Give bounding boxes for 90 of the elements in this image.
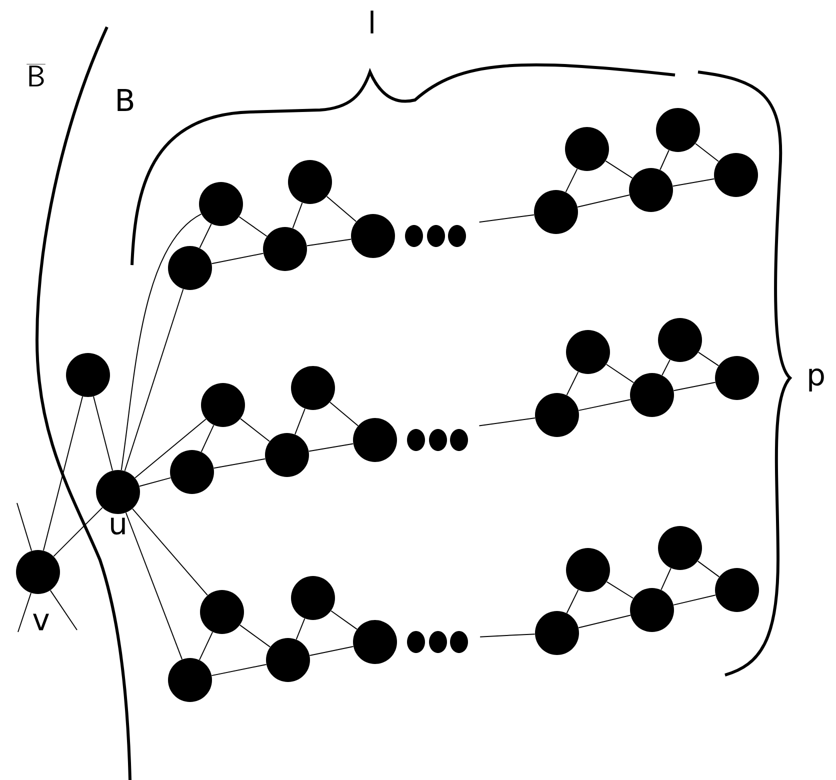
region-label: B xyxy=(118,89,134,111)
graph-vertex xyxy=(565,127,609,171)
graph-vertex xyxy=(715,356,759,400)
graph-vertex xyxy=(658,526,702,570)
graph-edge xyxy=(134,418,206,478)
graph-edge xyxy=(240,418,270,442)
graph-vertex xyxy=(630,588,674,632)
graph-vertex xyxy=(288,160,332,204)
graph-edge xyxy=(605,160,633,179)
vertex-label: u xyxy=(111,517,125,535)
graph-vertex xyxy=(266,638,310,682)
graph-edge xyxy=(662,359,670,376)
graph-vertex xyxy=(263,227,307,271)
graph-edge xyxy=(478,214,534,223)
region-label: p xyxy=(809,368,824,392)
graph-edge xyxy=(326,196,357,222)
graph-vertex xyxy=(535,611,579,655)
graph-edge xyxy=(578,399,631,411)
graph-vertex xyxy=(168,658,212,702)
graph-edge xyxy=(294,408,306,435)
graph-vertex xyxy=(535,393,579,437)
graph-vertex xyxy=(168,246,212,290)
graph-edge xyxy=(566,371,579,396)
graph-edge xyxy=(306,238,352,246)
graph-edge xyxy=(132,508,208,596)
graph-vertex xyxy=(16,550,60,594)
graph-edge xyxy=(198,632,214,660)
graph-edge xyxy=(673,594,716,606)
graph-vertex xyxy=(534,190,578,234)
graph-edge xyxy=(478,418,536,426)
graph-vertex xyxy=(630,373,674,417)
graph-edge xyxy=(673,382,716,392)
graph-edge xyxy=(50,590,78,630)
graph-edge xyxy=(238,216,268,237)
graph-edge xyxy=(125,512,183,660)
graph-vertex xyxy=(170,450,214,494)
graph-edge xyxy=(138,477,172,487)
graph-edge xyxy=(672,178,715,187)
graph-edge xyxy=(606,364,634,384)
graph-vertex xyxy=(629,168,673,212)
graph-edge xyxy=(199,223,212,249)
graph-vertex xyxy=(353,418,397,462)
graph-edge xyxy=(480,634,536,638)
graph-edge xyxy=(120,214,202,471)
graph-edge xyxy=(566,589,579,614)
graph-vertex xyxy=(201,383,245,427)
graph-edge xyxy=(124,288,184,472)
graph-edge xyxy=(211,252,264,264)
graph-edge xyxy=(660,150,670,170)
graph-edge xyxy=(578,614,631,628)
graph-edge xyxy=(239,624,271,648)
graph-edge xyxy=(695,143,719,162)
graph-vertex xyxy=(658,318,702,362)
graph-vertex xyxy=(96,470,140,514)
graph-edge xyxy=(330,610,358,630)
graph-vertex xyxy=(291,366,335,410)
graph-edge xyxy=(698,352,720,366)
graph-edge xyxy=(42,396,84,551)
region-label: $\overline{\mathsf{B}}$ xyxy=(26,64,46,86)
graph-edge xyxy=(213,458,266,469)
vertex-label: v xyxy=(33,614,49,630)
region-label: l xyxy=(370,10,374,34)
graph-edge xyxy=(292,202,303,229)
graph-vertex xyxy=(200,590,244,634)
graph-edge xyxy=(16,502,32,552)
graph-vertex xyxy=(714,153,758,197)
graph-vertex xyxy=(353,620,397,664)
graph-edge xyxy=(200,424,214,452)
graph-edge xyxy=(308,443,354,452)
graph-edge xyxy=(53,507,103,557)
graph-edge xyxy=(577,194,630,208)
graph-edge xyxy=(660,568,672,590)
graph-edge xyxy=(18,592,32,632)
graph-edge xyxy=(330,402,358,426)
graph-vertex xyxy=(566,330,610,374)
graph-vertex xyxy=(265,433,309,477)
graph-vertex xyxy=(66,353,110,397)
graph-vertex xyxy=(351,214,395,258)
graph-vertex xyxy=(656,108,700,152)
graph-vertex xyxy=(566,548,610,592)
graph-edge xyxy=(296,618,306,640)
graph-edge xyxy=(565,168,578,193)
graph-edge xyxy=(697,560,720,578)
graph-vertex xyxy=(199,182,243,226)
graph-edge xyxy=(309,646,354,656)
graph-edge xyxy=(93,396,113,471)
graph-edge xyxy=(606,581,634,599)
graph-vertex xyxy=(715,568,759,612)
graph-vertex xyxy=(291,576,335,620)
graph-edge xyxy=(211,664,267,676)
